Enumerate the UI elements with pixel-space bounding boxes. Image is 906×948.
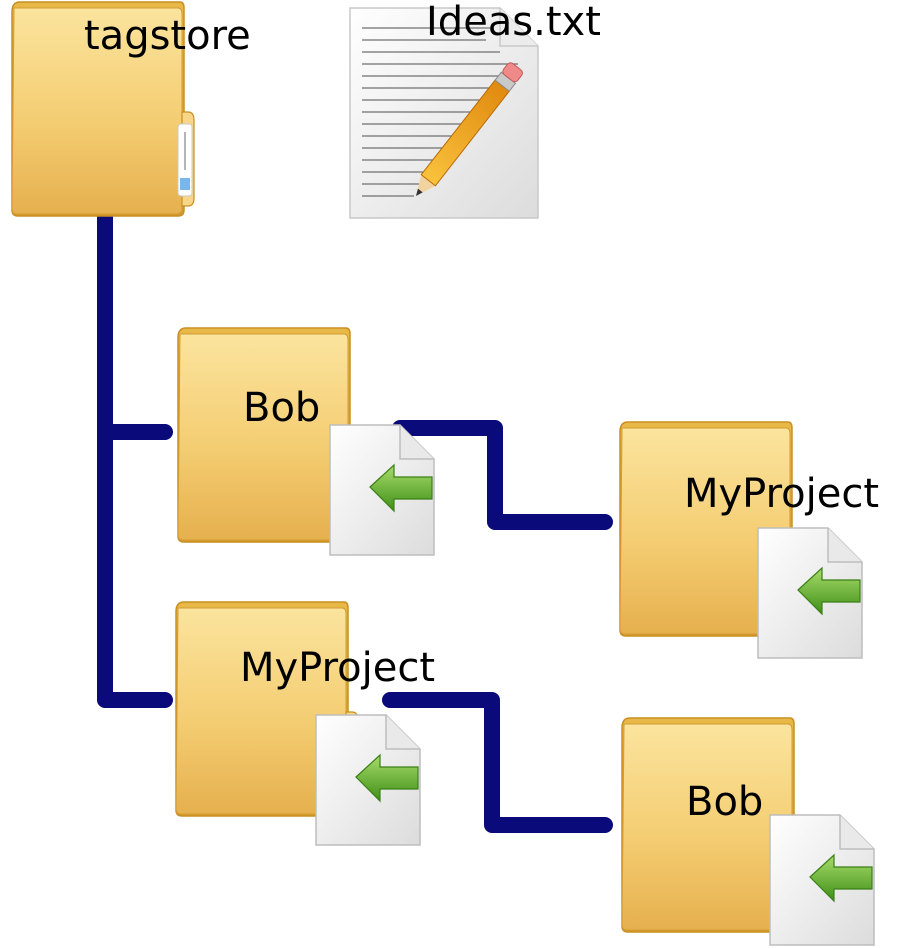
root-trunk-line xyxy=(97,207,173,708)
link-target-myproject-label: MyProject xyxy=(684,471,880,517)
connector-lines xyxy=(97,207,613,833)
myproject-bob-link-document-icon xyxy=(769,814,875,946)
bob-myproject-link-document-icon xyxy=(757,527,863,659)
myproject-link-document-icon xyxy=(315,714,421,846)
text-file-with-pencil-icon xyxy=(349,7,539,219)
bob-to-myproject-link-line xyxy=(392,420,613,530)
tag-folder-bob-label: Bob xyxy=(243,385,321,431)
file-label: Ideas.txt xyxy=(426,0,601,45)
bob-link-document-icon xyxy=(329,424,435,556)
tag-folder-myproject-label: MyProject xyxy=(240,645,436,691)
root-folder-label: tagstore xyxy=(84,13,251,59)
link-target-bob-label: Bob xyxy=(686,779,764,825)
myproject-to-bob-link-line xyxy=(382,692,613,833)
